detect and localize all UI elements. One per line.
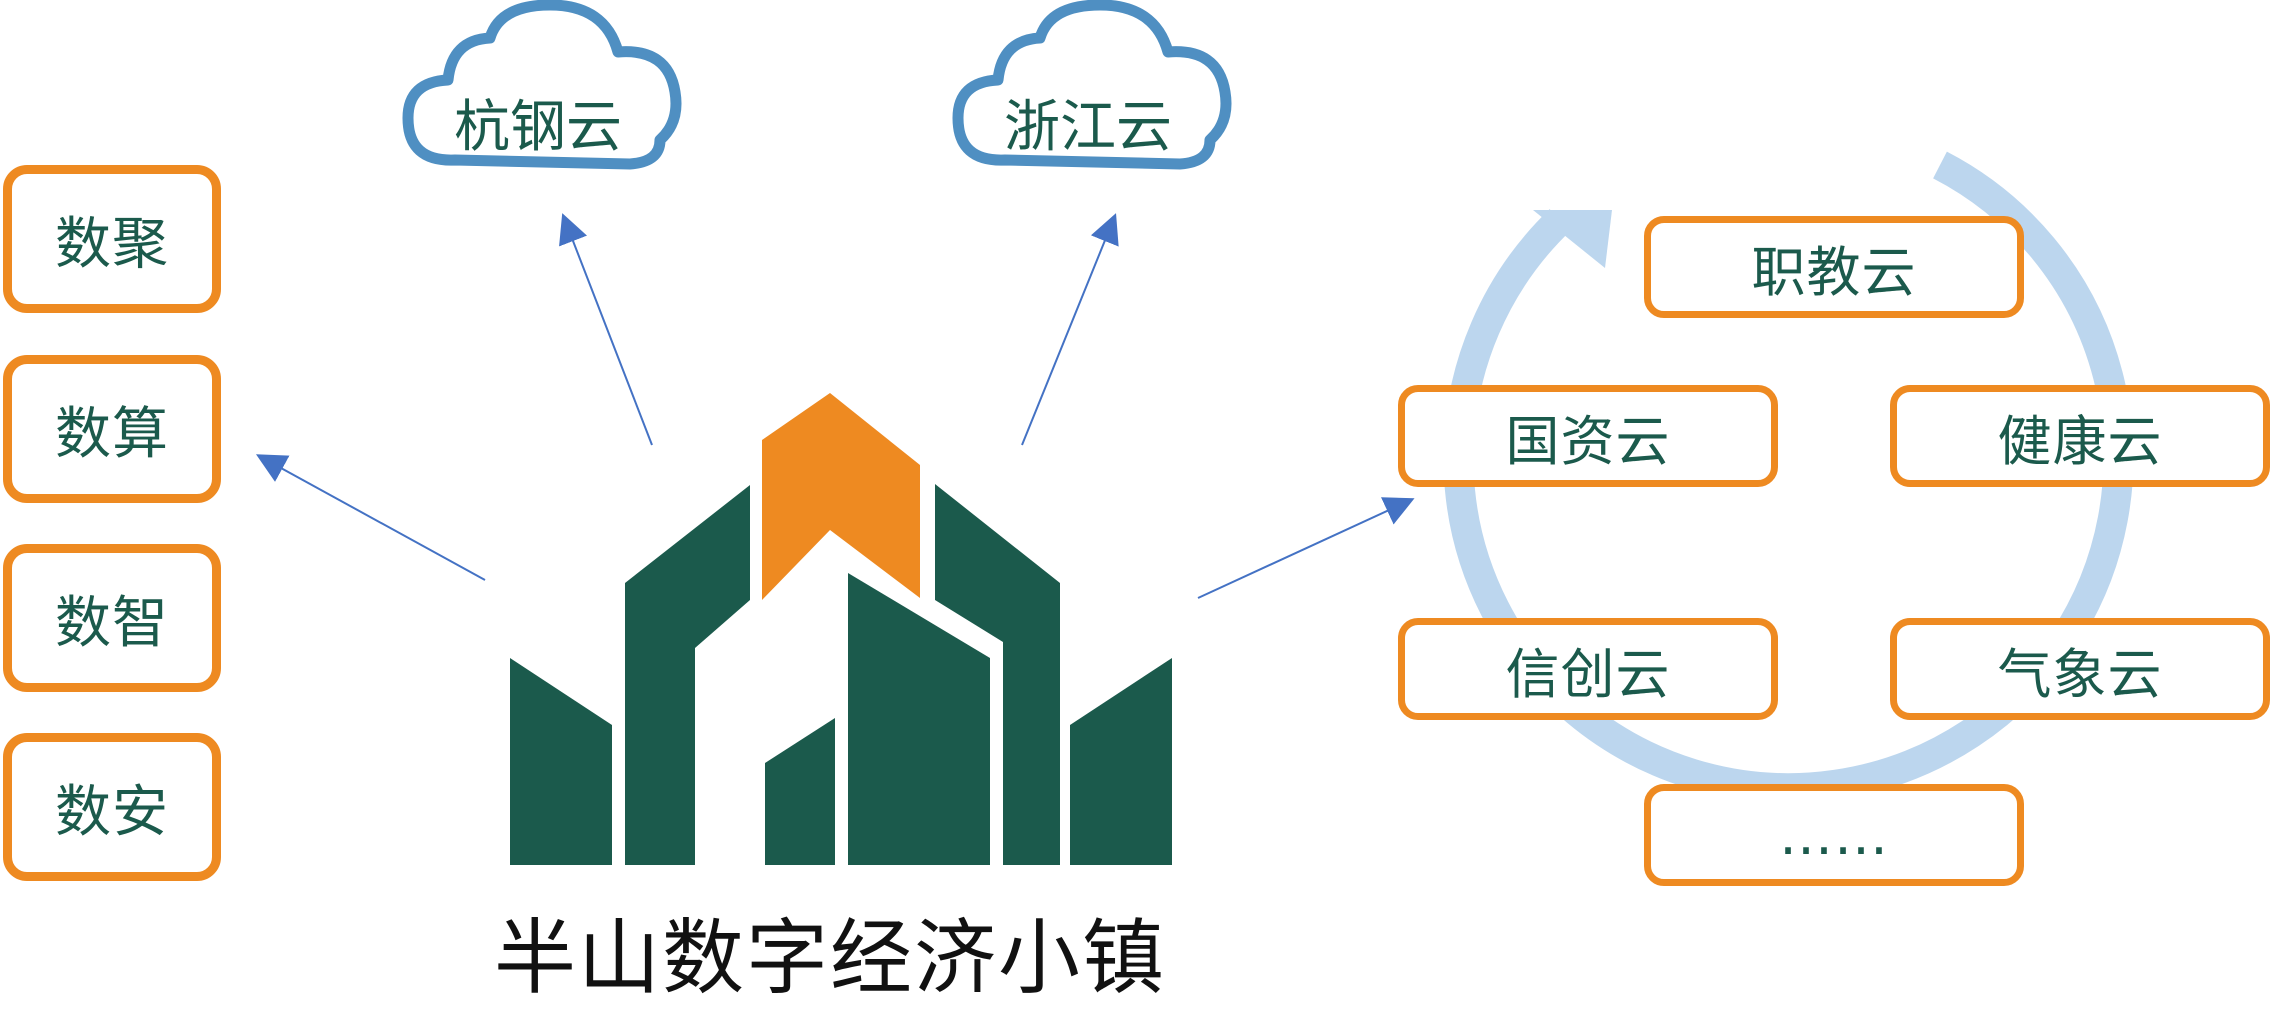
right-item-state-assets-cloud: 国资云: [1398, 385, 1778, 487]
left-item-data-gathering: 数聚: [3, 165, 221, 313]
arrow-to-cloud-zhejiang: [1022, 228, 1110, 445]
diagram-title: 半山数字经济小镇: [480, 895, 1180, 1005]
town-logo-icon: [510, 393, 1172, 865]
left-item-data-intelligence: 数智: [3, 544, 221, 692]
cloud-label-hanggang: 杭钢云: [418, 82, 658, 162]
arrow-to-cloud-hanggang: [568, 228, 652, 445]
right-item-more: ……: [1644, 784, 2024, 886]
arrow-to-right-items: [1198, 505, 1400, 598]
right-item-health-cloud: 健康云: [1890, 385, 2270, 487]
arrow-to-left-items: [270, 462, 485, 580]
right-item-vocational-cloud: 职教云: [1644, 216, 2024, 318]
right-item-weather-cloud: 气象云: [1890, 618, 2270, 720]
right-item-xinchuang-cloud: 信创云: [1398, 618, 1778, 720]
left-item-data-computing: 数算: [3, 355, 221, 503]
cloud-label-zhejiang: 浙江云: [968, 82, 1208, 162]
left-item-data-security: 数安: [3, 733, 221, 881]
